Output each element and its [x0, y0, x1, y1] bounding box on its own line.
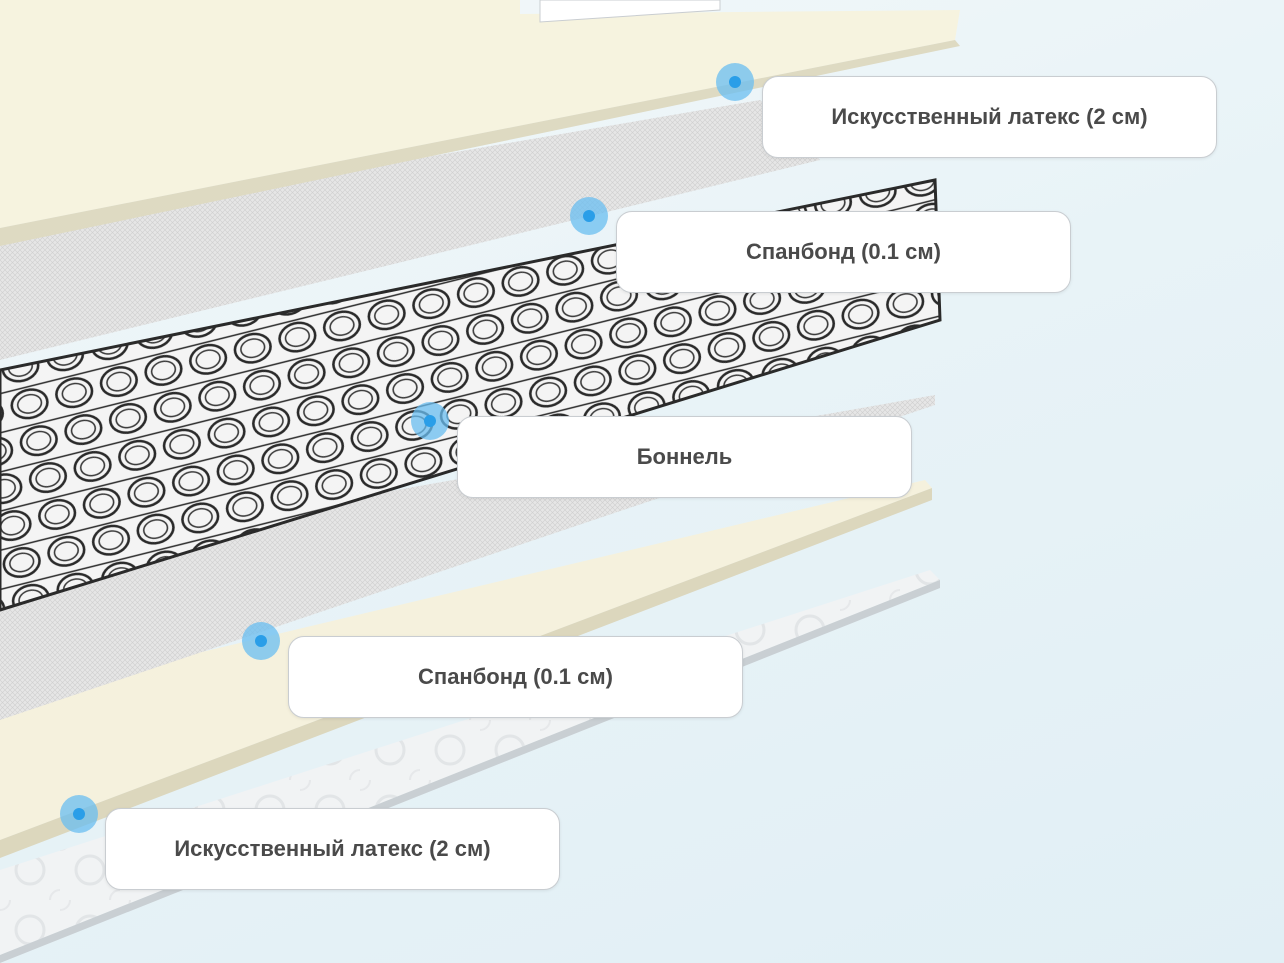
- hotspot-dot-icon[interactable]: [60, 795, 98, 833]
- hotspot-dot-icon[interactable]: [716, 63, 754, 101]
- hotspot-dot-icon[interactable]: [570, 197, 608, 235]
- layer-label-bottom-spunbond[interactable]: Спанбонд (0.1 см): [288, 636, 743, 718]
- hotspot-dot-icon[interactable]: [411, 402, 449, 440]
- layer-label-top-latex[interactable]: Искусственный латекс (2 см): [762, 76, 1217, 158]
- layer-label-bottom-latex[interactable]: Искусственный латекс (2 см): [105, 808, 560, 890]
- layer-label-top-spunbond[interactable]: Спанбонд (0.1 см): [616, 211, 1071, 293]
- upper-spunbond-layer: [0, 100, 820, 360]
- hotspot-dot-icon[interactable]: [242, 622, 280, 660]
- layer-label-bonnell[interactable]: Боннель: [457, 416, 912, 498]
